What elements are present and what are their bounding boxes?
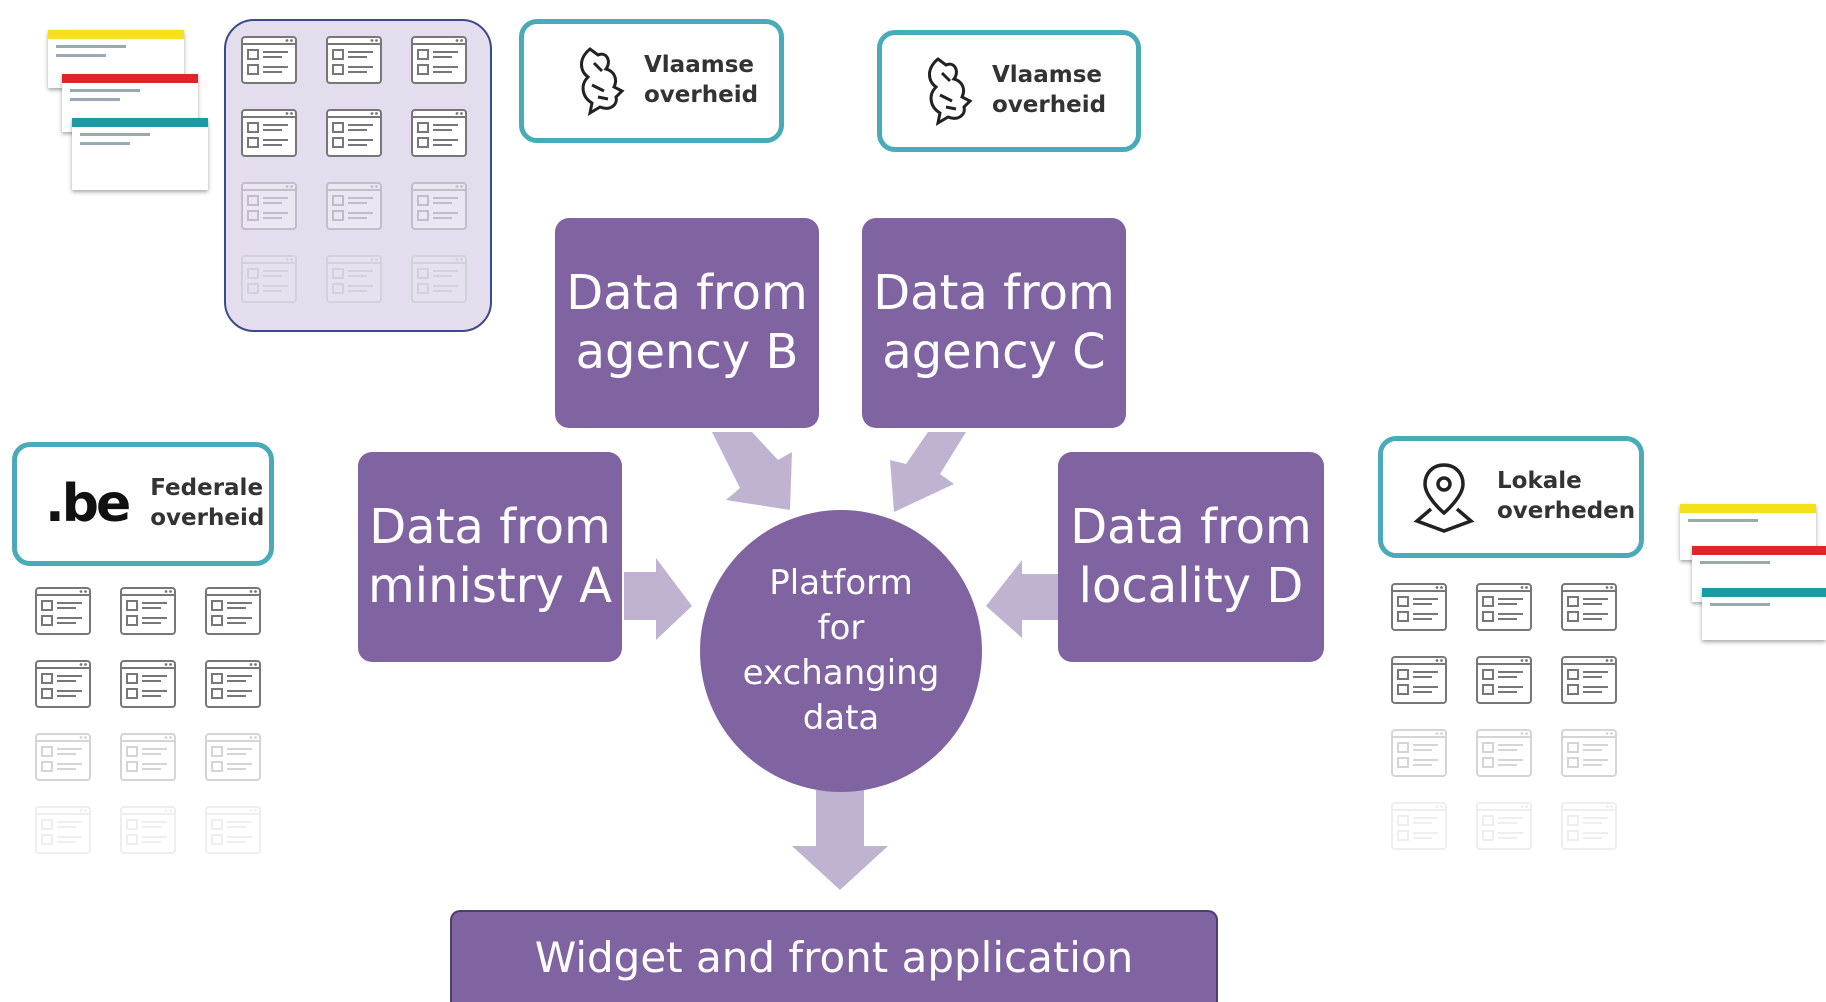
- form-window-icon: [1561, 729, 1617, 777]
- form-window-icon: [1476, 583, 1532, 631]
- screenshot-stack-left: [48, 30, 208, 190]
- box-locality-d-line1: Data from: [1070, 499, 1312, 556]
- form-window-icon: [205, 806, 261, 854]
- form-window-icon: [205, 587, 261, 635]
- platform-line1: Platform: [769, 563, 913, 604]
- arrow-locality-d: [986, 560, 1058, 638]
- arrow-agency-b: [712, 432, 792, 510]
- form-window-icon: [326, 36, 382, 84]
- form-window-icon: [1391, 802, 1447, 850]
- form-window-icon: [241, 182, 297, 230]
- arrow-ministry-a: [624, 558, 692, 640]
- form-icon-panel: [224, 19, 492, 332]
- box-agency-c-line1: Data from: [873, 265, 1115, 322]
- federale-line2: overheid: [150, 505, 265, 531]
- flemish-lion-icon: [580, 47, 625, 117]
- form-window-icon: [120, 587, 176, 635]
- form-window-icon: [1391, 656, 1447, 704]
- box-locality-d-line2: locality D: [1078, 558, 1304, 614]
- vlaamse-overheid-logo-2: Vlaamse overheid: [877, 30, 1141, 152]
- form-icon-grid-left: [30, 586, 270, 856]
- form-window-icon: [1476, 802, 1532, 850]
- vlaamse-1-line2: overheid: [644, 82, 759, 108]
- lokale-line1: Lokale: [1497, 468, 1582, 495]
- platform-line3: exchanging: [742, 653, 940, 693]
- form-window-icon: [1561, 656, 1617, 704]
- form-window-icon: [411, 255, 467, 303]
- platform-line2: for: [817, 608, 865, 649]
- form-window-icon: [35, 733, 91, 781]
- lokale-overheden-logo: Lokale overheden: [1378, 436, 1644, 558]
- form-window-icon: [1476, 656, 1532, 704]
- lokale-line2: overheden: [1497, 498, 1636, 524]
- widget-label: Widget and front application: [534, 932, 1134, 982]
- arrow-agency-c: [890, 432, 966, 512]
- form-window-icon: [1476, 729, 1532, 777]
- flemish-lion-icon: [928, 57, 973, 127]
- form-window-icon: [411, 109, 467, 157]
- form-window-icon: [35, 660, 91, 708]
- form-icon-grid-right: [1390, 582, 1630, 852]
- form-window-icon: [205, 733, 261, 781]
- form-window-icon: [241, 109, 297, 157]
- form-window-icon: [205, 660, 261, 708]
- vlaamse-2-line1: Vlaamse: [992, 62, 1102, 89]
- form-window-icon: [241, 255, 297, 303]
- be-mark: .be: [45, 474, 131, 534]
- form-window-icon: [120, 660, 176, 708]
- map-pin-icon: [1413, 463, 1475, 533]
- mini-screenshot-teal: [1702, 588, 1826, 640]
- form-window-icon: [411, 36, 467, 84]
- form-window-icon: [326, 182, 382, 230]
- form-window-icon: [241, 36, 297, 84]
- form-window-icon: [1391, 729, 1447, 777]
- box-ministry-a-line2: ministry A: [368, 558, 612, 614]
- form-window-icon: [1561, 802, 1617, 850]
- form-window-icon: [326, 255, 382, 303]
- federale-overheid-logo: .be Federale overheid: [12, 442, 274, 566]
- form-window-icon: [326, 109, 382, 157]
- form-window-icon: [120, 806, 176, 854]
- box-agency-c-line2: agency C: [882, 324, 1106, 380]
- arrow-to-widget: [792, 790, 888, 890]
- vlaamse-overheid-logo-1: Vlaamse overheid: [519, 19, 784, 143]
- form-window-icon: [35, 806, 91, 854]
- vlaamse-1-line1: Vlaamse: [644, 52, 754, 79]
- mini-screenshot-teal: [72, 118, 208, 190]
- platform-circle: Platform for exchanging data: [700, 510, 982, 792]
- vlaamse-2-line2: overheid: [992, 92, 1107, 118]
- box-ministry-a-line1: Data from: [369, 499, 611, 556]
- form-window-icon: [35, 587, 91, 635]
- form-window-icon: [120, 733, 176, 781]
- form-window-icon: [1561, 583, 1617, 631]
- screenshot-stack-right: [1680, 504, 1826, 640]
- form-window-icon: [1391, 583, 1447, 631]
- federale-line1: Federale: [150, 475, 264, 502]
- box-agency-b-line2: agency B: [575, 324, 799, 380]
- form-window-icon: [411, 182, 467, 230]
- box-agency-b-line1: Data from: [566, 265, 808, 322]
- platform-line4: data: [802, 697, 880, 738]
- widget-front-application-box: Widget and front application: [450, 910, 1218, 1002]
